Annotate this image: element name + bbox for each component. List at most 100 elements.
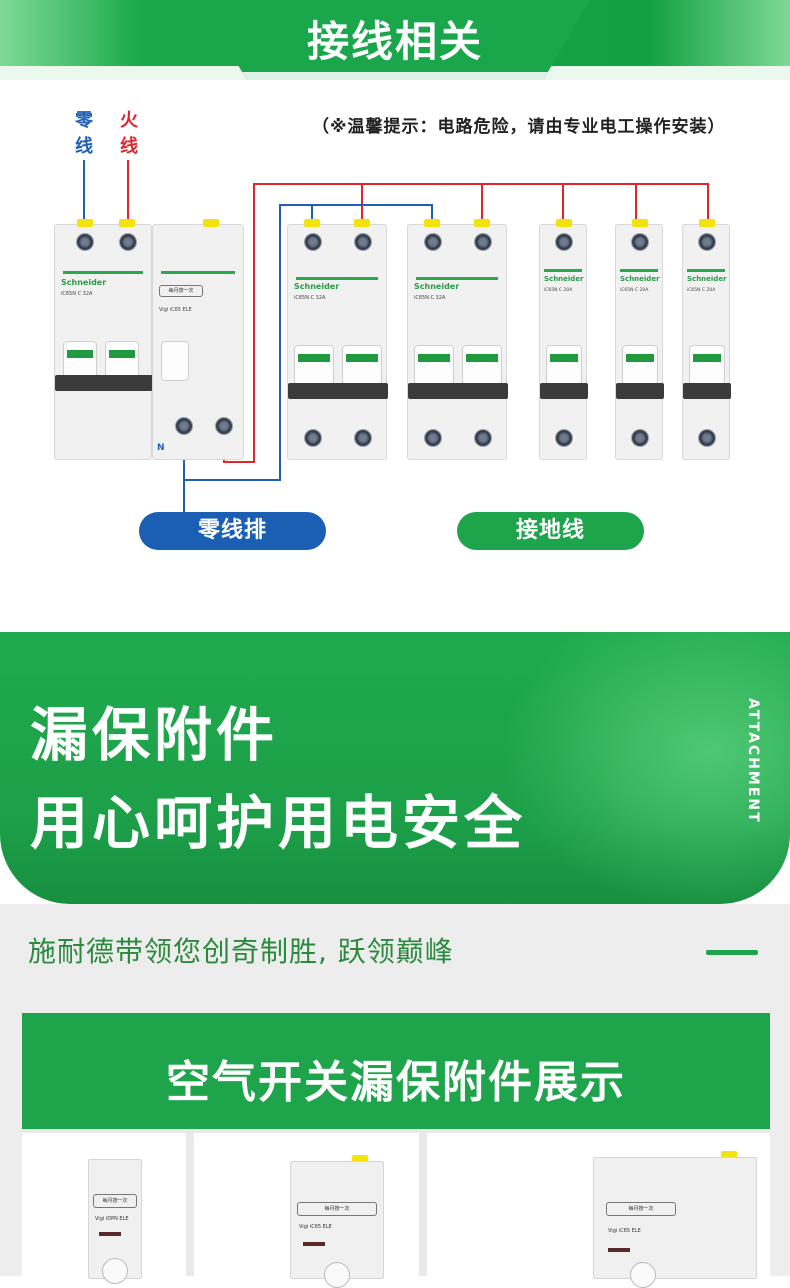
screw-icon (354, 233, 372, 251)
stripe (544, 269, 582, 272)
knob (102, 1258, 128, 1284)
brand-logo: Schneider (544, 275, 584, 283)
breaker-2p-2: Schneider iC65N C 32A (407, 219, 508, 460)
test-label: 每月按一次 (297, 1202, 377, 1216)
breaker-1p-2: Schneider iC65N C 20A (615, 219, 664, 460)
gallery-item[interactable]: 每月按一次 Vigi iDPN ELE (22, 1133, 186, 1284)
breaker-handle (294, 345, 334, 385)
slogan-text: 施耐德带领您创奇制胜, 跃领巅峰 (28, 935, 454, 968)
side-vertical-text: ATTACHMENT (745, 698, 761, 824)
safety-tip: （※温馨提示：电路危险，请由专业电工操作安装） (312, 117, 726, 137)
screw-icon (474, 233, 492, 251)
display-gallery: 每月按一次 Vigi iDPN ELE 每月按一次 Vigi iC65 ELE … (22, 1129, 770, 1288)
clip (354, 219, 370, 227)
gallery-item[interactable]: 每月按一次 Vigi iC65 ELE (194, 1133, 419, 1288)
accent-dash (706, 950, 758, 955)
screw-icon (698, 429, 716, 447)
breaker-handle (462, 345, 502, 385)
screw-icon (354, 429, 372, 447)
test-label: 每月按一次 (93, 1194, 137, 1208)
module-model: Vigi iC65 ELE (608, 1228, 641, 1234)
screw-icon (119, 233, 137, 251)
red (99, 1232, 121, 1236)
breaker-1p-1: Schneider iC65N C 20A (539, 219, 588, 460)
breaker-handle (622, 345, 658, 385)
clip (424, 219, 440, 227)
hero-banner: 漏保附件 用心呵护用电安全 ATTACHMENT (0, 632, 790, 904)
knob (629, 1262, 656, 1288)
live-label: 火线 (120, 110, 138, 157)
hero-subtitle: 用心呵护用电安全 (30, 789, 527, 857)
screw-icon (175, 417, 193, 435)
stripe (687, 269, 725, 272)
brand-logo: Schneider (620, 275, 660, 283)
bar (55, 375, 153, 391)
bar (408, 383, 508, 399)
section-title: 接线相关 (306, 17, 483, 66)
vigi-idpn-module: 每月按一次 Vigi iDPN ELE (88, 1159, 142, 1284)
title-tab (200, 0, 590, 80)
stripe (296, 277, 378, 280)
screw-icon (76, 233, 94, 251)
stripe (161, 271, 235, 274)
screw-icon (631, 429, 649, 447)
bar (683, 383, 731, 399)
vigi-ic65-module: 每月按一次 Vigi iC65 ELE (290, 1161, 384, 1288)
breaker-model: iC65N C 20A (620, 288, 649, 293)
screw-icon (555, 429, 573, 447)
stripe (63, 271, 143, 274)
screw-icon (631, 233, 649, 251)
bar (540, 383, 588, 399)
breaker-handle (63, 341, 97, 381)
clip (556, 219, 572, 227)
module-model: Vigi iC65 ELE (299, 1224, 332, 1230)
breaker-handle (342, 345, 382, 385)
stripe (416, 277, 498, 280)
breaker-handle (689, 345, 725, 385)
brand-logo: Schneider (414, 282, 460, 291)
test-label: 每月按一次 (606, 1202, 676, 1216)
breaker-model: iC65N C 20A (544, 288, 573, 293)
gallery-item[interactable]: 每月按一次 Vigi iC65 ELE (427, 1133, 770, 1288)
screw-icon (304, 233, 322, 251)
screw-icon (424, 429, 442, 447)
screw-icon (555, 233, 573, 251)
vigi-ic65-module-large: 每月按一次 Vigi iC65 ELE (593, 1157, 757, 1288)
screw-icon (474, 429, 492, 447)
screw-icon (304, 429, 322, 447)
breaker-model: iC65N C 32A (294, 295, 326, 301)
breaker-handle (414, 345, 454, 385)
red (303, 1242, 325, 1246)
vigi-model: Vigi iC65 ELE (159, 307, 192, 313)
brand-logo: Schneider (294, 282, 340, 291)
display-card-header: 空气开关漏保附件展示 (22, 1013, 770, 1129)
clip (304, 219, 320, 227)
neutral-label: 零线 (75, 110, 93, 157)
vigi-module: 每月按一次 Vigi iC65 ELE N (152, 219, 244, 460)
screw-icon (215, 417, 233, 435)
knob (324, 1262, 350, 1288)
clip (203, 219, 219, 227)
glow (500, 632, 790, 904)
breaker-model: iC65N C 20A (687, 288, 716, 293)
screw-icon (698, 233, 716, 251)
bar (288, 383, 388, 399)
red (608, 1248, 630, 1252)
clip (352, 1155, 368, 1163)
brand-logo: Schneider (61, 278, 107, 287)
ground-wire-label: 接地线 (457, 512, 644, 550)
clip (632, 219, 648, 227)
neutral-bus-wire (183, 204, 433, 481)
display-title: 空气开关漏保附件展示 (166, 1057, 626, 1108)
clip (699, 219, 715, 227)
screw-icon (424, 233, 442, 251)
breaker-handle (546, 345, 582, 385)
bar (616, 383, 664, 399)
hero-title: 漏保附件 (30, 701, 279, 769)
clip (77, 219, 93, 227)
breaker-model: iC65N C 32A (414, 295, 446, 301)
module-model: Vigi iDPN ELE (95, 1216, 129, 1222)
neutral-bar-label: 零线排 (139, 512, 326, 550)
breaker-1p-3: Schneider iC65N C 20A (682, 219, 731, 460)
rcbo-breaker: Schneider iC65N C 32A (54, 219, 153, 460)
